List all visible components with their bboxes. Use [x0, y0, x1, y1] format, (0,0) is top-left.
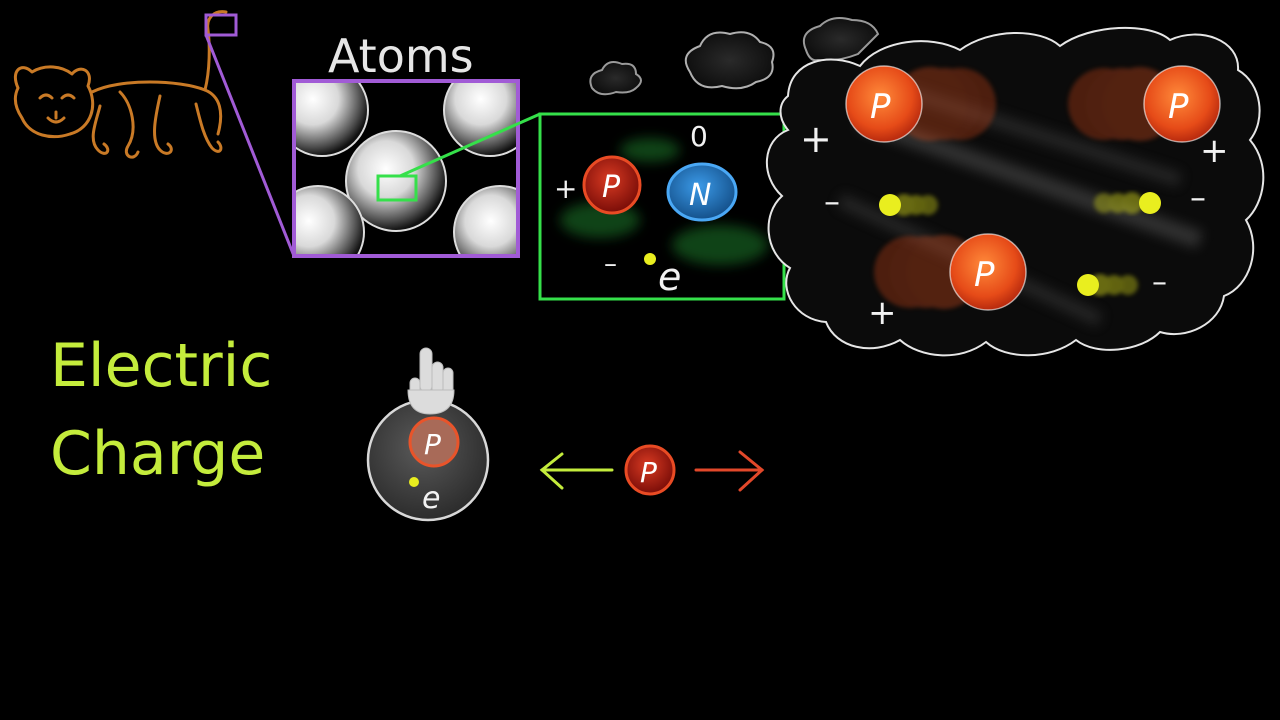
neutron-charge-zero: 0	[690, 120, 708, 153]
free-proton: P	[845, 65, 996, 143]
cat-drawing	[13, 10, 228, 159]
proton-particle: P	[582, 155, 642, 215]
cloud-icon	[589, 61, 642, 96]
hand-pointer-icon	[407, 347, 455, 415]
free-electron	[879, 194, 938, 216]
svg-text:N: N	[689, 178, 711, 213]
free-proton: P	[874, 233, 1027, 311]
minus-sign: –	[1152, 265, 1167, 300]
title-line-1: Electric	[50, 331, 272, 401]
free-proton: P	[1068, 65, 1221, 143]
big-cloud-region: P + P + –	[766, 26, 1265, 357]
svg-text:P: P	[424, 428, 441, 461]
cloud-icon	[802, 17, 880, 62]
plus-sign: +	[800, 117, 832, 161]
free-electron	[1094, 192, 1161, 214]
plus-sign: +	[1200, 131, 1229, 171]
zoom-atoms-frame: Atoms	[204, 13, 520, 258]
zoom-nucleus-frame: 0 + P N – e	[376, 112, 786, 301]
plus-sign: +	[868, 293, 897, 333]
right-arrow-icon	[694, 450, 765, 492]
single-atom: P e	[366, 398, 490, 522]
svg-text:P: P	[1168, 87, 1189, 127]
svg-text:e: e	[422, 481, 440, 516]
lone-proton: P	[624, 444, 676, 496]
electron-minus-sign: –	[604, 249, 617, 279]
title-line-2: Charge	[50, 419, 265, 489]
electron-dot	[644, 253, 656, 265]
svg-text:P: P	[974, 255, 995, 295]
minus-sign: –	[1190, 178, 1206, 216]
svg-text:P: P	[870, 87, 891, 127]
electron-label: e	[658, 255, 681, 299]
svg-text:P: P	[640, 456, 657, 489]
atoms-label: Atoms	[328, 29, 474, 83]
cloud-icon	[684, 31, 775, 90]
svg-text:P: P	[602, 170, 621, 205]
minus-sign: –	[824, 182, 840, 220]
proton-plus-sign: +	[554, 172, 577, 205]
neutron-particle: N	[666, 162, 738, 222]
free-electron	[1077, 274, 1138, 296]
left-arrow-icon	[539, 452, 614, 490]
